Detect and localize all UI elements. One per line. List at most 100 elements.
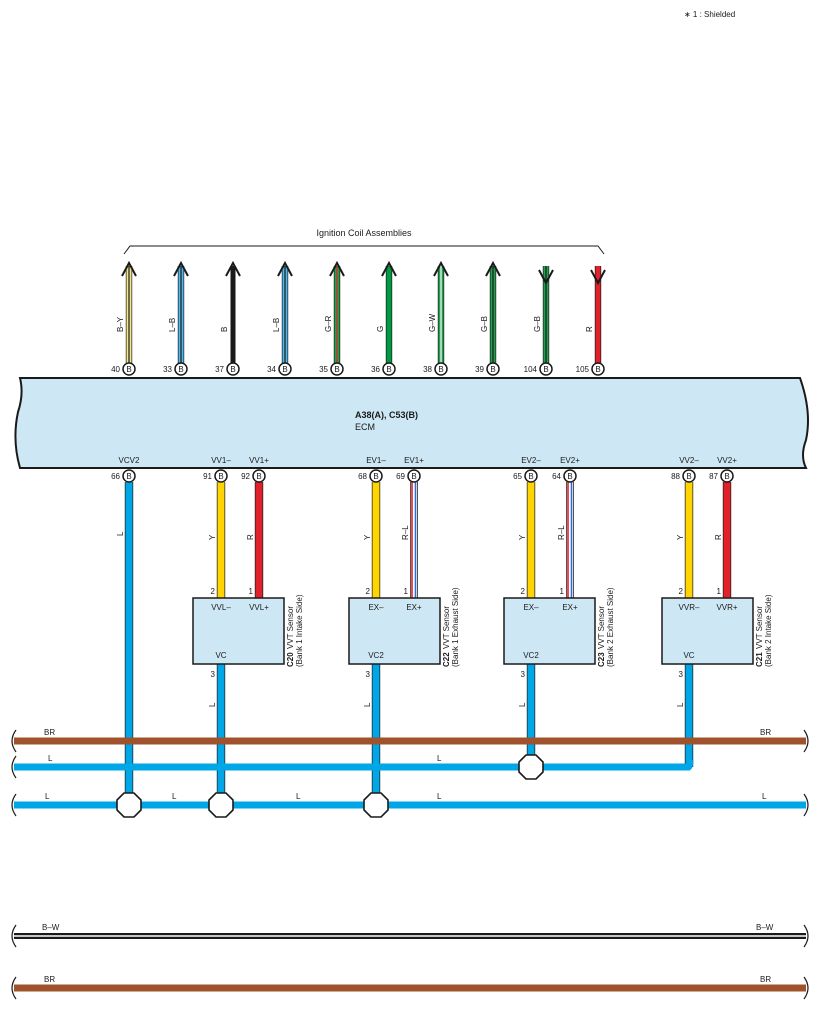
l-lower-label-2: L: [172, 792, 177, 801]
legend-shielded-note: ∗ 1 : Shielded: [684, 10, 735, 19]
ignition-pin: B: [122, 362, 136, 376]
ignition-wire-igt1: B–Y40BIGT1: [111, 260, 138, 391]
ecm-pin-signal-label: VV1–: [211, 456, 231, 465]
sensor-neg-terminal-label: EX–: [368, 603, 384, 612]
sensor-name: VVT Sensor: [286, 606, 295, 649]
ignition-pin-connector: B: [282, 365, 287, 374]
sensor-vc-pin: 3: [679, 670, 684, 679]
ecm-pin-vv1: VV1+92: [241, 456, 269, 481]
sensor-box: [661, 597, 754, 665]
ecm-pin-ev2: EV2+64: [552, 456, 580, 481]
sensor-vc-terminal-label: VC2: [523, 651, 539, 660]
ignition-wires: B–Y40BIGT1L–B33BIGT2B37BIGT3L–B34BIGT4G–…: [111, 260, 607, 391]
sensor-pos-terminal-label: EX+: [562, 603, 578, 612]
l-lower-label-5: L: [762, 792, 767, 801]
ignition-wire-color-label: G–W: [428, 313, 437, 332]
ecm-pin-signal-label: VCV2: [119, 456, 140, 465]
sensor-neg-wire-label: Y: [363, 534, 372, 540]
ignition-pin-connector: B: [386, 365, 391, 374]
sensor-neg-terminal-label: EX–: [523, 603, 539, 612]
sensor-vc-wire-label: L: [518, 702, 527, 707]
ecm-pin-number: 91: [203, 472, 212, 481]
ignition-pin-connector: B: [126, 365, 131, 374]
ignition-pin-number: 33: [163, 365, 172, 374]
ecm-name: ECM: [355, 422, 375, 432]
sensor-neg-wire-label: Y: [676, 534, 685, 540]
ignition-wire-igt8: G–B39BIGT8: [475, 260, 502, 391]
l-lower-label-3: L: [296, 792, 301, 801]
ecm-pin-pos: B: [252, 469, 266, 483]
ecm-pin-vcv2-connector: B: [126, 472, 131, 481]
sensor-neg-pin: 2: [366, 587, 371, 596]
ignition-coil-assemblies-title: Ignition Coil Assemblies: [316, 228, 412, 238]
ecm-pin-pos-connector: B: [256, 472, 261, 481]
sensor-vc-terminal-label: VC: [215, 651, 226, 660]
ignition-pin-number: 37: [215, 365, 224, 374]
ignition-pin-connector: B: [230, 365, 235, 374]
arrow-up-icon: [121, 260, 137, 277]
l-upper-left-label: L: [48, 754, 53, 763]
bw-right-label: B–W: [756, 923, 774, 932]
sensor-pos-wire-label: R: [246, 534, 255, 540]
sensor-vc-wire-label: L: [363, 702, 372, 707]
ignition-pin: B: [382, 362, 396, 376]
ecm-pin-pos: B: [720, 469, 734, 483]
ecm-pin-signal-label: EV1–: [366, 456, 386, 465]
ignition-pin: B: [486, 362, 500, 376]
ignition-pin-number: 35: [319, 365, 328, 374]
ecm-pin-number: 68: [358, 472, 367, 481]
ignition-wire-color-label: R: [585, 326, 594, 332]
ecm-pin-signal-label: VV2–: [679, 456, 699, 465]
arrow-up-icon: [433, 260, 449, 277]
sensor-vc-wire-label: L: [208, 702, 217, 707]
ecm-pin-number: 87: [709, 472, 718, 481]
splice-point-c23: [518, 754, 544, 780]
ecm-pin-signal-label: VV2+: [717, 456, 737, 465]
sensor-code: C21: [755, 652, 764, 667]
sensor-neg-wire-label: Y: [208, 534, 217, 540]
ecm-pin-neg: B: [214, 469, 228, 483]
ecm-pin-neg: B: [524, 469, 538, 483]
l-upper-mid-label: L: [437, 754, 442, 763]
ecm-pin-neg-connector: B: [373, 472, 378, 481]
ecm-pin-vv2: VV2–88: [671, 456, 699, 481]
ignition-wire-color-label: B–Y: [116, 316, 125, 332]
ignition-pin: B: [434, 362, 448, 376]
splice-point-c22: [363, 792, 389, 818]
sensor-side: (Bank 1 Intake Side): [295, 594, 304, 667]
sensor-pos-pin: 1: [249, 587, 254, 596]
ecm-body: A38(A), C53(B) ECM: [14, 377, 809, 469]
ignition-pin-number: 34: [267, 365, 276, 374]
arrow-down-icon: [538, 269, 554, 286]
bus-lines: BR BR L L L L L L L B–W B–W BR BR: [11, 728, 809, 1000]
ignition-wire-color-label: G–B: [533, 316, 542, 332]
sensor-neg-terminal-label: VVL–: [211, 603, 231, 612]
l-lower-label-1: L: [45, 792, 50, 801]
sensor-pos-wire: [566, 482, 574, 598]
ecm-box: [14, 377, 809, 469]
br-upper-left-label: BR: [44, 728, 55, 737]
ecm-pin-neg: B: [369, 469, 383, 483]
ecm-pin-pos-connector: B: [411, 472, 416, 481]
splice-points: [116, 754, 544, 818]
ignition-pin: B: [539, 362, 553, 376]
ecm-pin-number: 65: [513, 472, 522, 481]
br-lower-left-label: BR: [44, 975, 55, 984]
ecm-pin-neg-connector: B: [686, 472, 691, 481]
ignition-pin-number: 36: [371, 365, 380, 374]
sensor-name: VVT Sensor: [597, 606, 606, 649]
ecm-pin-vv1: VV1– 91: [203, 456, 231, 481]
ecm-pin-vcv2: B: [122, 469, 136, 483]
sensor-neg-pin: 2: [521, 587, 526, 596]
arrow-up-icon: [225, 260, 241, 277]
sensor-vc-pin: 3: [211, 670, 216, 679]
ecm-pin-pos-connector: B: [567, 472, 572, 481]
arrow-up-icon: [381, 260, 397, 277]
br-lower-right-label: BR: [760, 975, 771, 984]
sensor-neg-terminal-label: VVR–: [679, 603, 700, 612]
